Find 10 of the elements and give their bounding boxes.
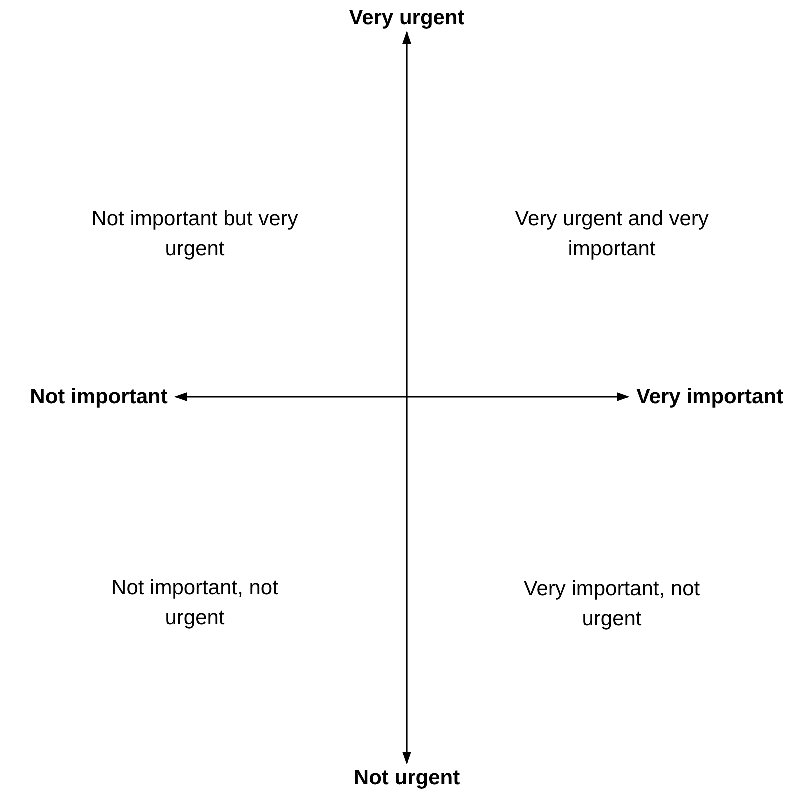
axis-label: Not important [30, 385, 168, 409]
axis-arrow [402, 31, 412, 765]
quadrant-label: Very urgent and very important [514, 206, 710, 263]
quadrant-label: Very important, not urgent [522, 576, 702, 633]
axis-arrow [174, 392, 630, 402]
axis-label: Very important [636, 385, 784, 409]
quadrant-label: Not important but very urgent [90, 206, 300, 263]
axis-label: Very urgent [349, 6, 465, 30]
axis-label: Not urgent [354, 766, 460, 790]
quadrant-label: Not important, not urgent [110, 576, 280, 632]
